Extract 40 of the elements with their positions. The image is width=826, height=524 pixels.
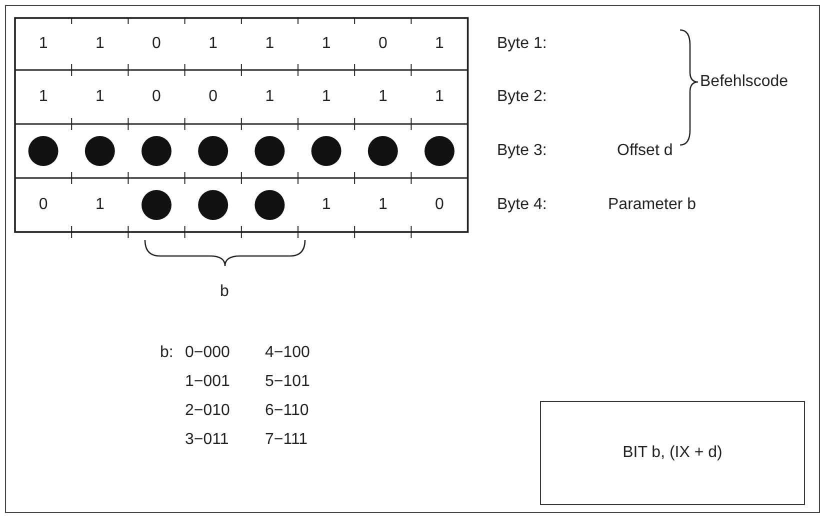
field-label: Parameter b <box>608 197 696 213</box>
field-label: Offset d <box>617 143 673 159</box>
bit-value: 1 <box>322 89 331 105</box>
code-table-entry: 1−001 <box>185 374 230 390</box>
bit-value: 1 <box>38 89 48 105</box>
bit-value: 1 <box>95 36 104 52</box>
instruction-box <box>540 401 805 505</box>
brace-label: b <box>220 284 229 300</box>
code-table-entry: 0−000 <box>185 345 230 361</box>
bit-value: 1 <box>208 36 218 52</box>
bit-value: 1 <box>322 36 331 52</box>
code-table-entry: 6−110 <box>265 403 309 419</box>
row-label: Byte 4: <box>497 197 547 213</box>
instruction-text: BIT b, (IX + d) <box>622 443 722 463</box>
bit-value: 1 <box>378 197 388 213</box>
code-table-entry: 2−010 <box>185 403 230 419</box>
bit-value: 0 <box>38 197 48 213</box>
bit-value: 1 <box>435 89 444 105</box>
bit-value: 0 <box>378 36 388 52</box>
bit-value: 1 <box>95 89 104 105</box>
code-table-entry: 5−101 <box>265 374 310 390</box>
row-label: Byte 2: <box>497 89 547 105</box>
bit-value: 0 <box>208 89 218 105</box>
bit-value: 1 <box>38 36 48 52</box>
bit-value: 1 <box>95 197 104 213</box>
row-label: Byte 1: <box>497 36 547 52</box>
bit-value: 0 <box>435 197 444 213</box>
bit-value: 1 <box>378 89 388 105</box>
group-label: Befehlscode <box>700 74 788 90</box>
code-table-entry: 4−100 <box>265 345 310 361</box>
table-heading: b: <box>160 345 174 361</box>
bit-value: 0 <box>152 36 161 52</box>
bit-value: 1 <box>322 197 331 213</box>
bit-value: 1 <box>265 89 274 105</box>
code-table-entry: 7−111 <box>265 432 308 448</box>
row-label: Byte 3: <box>497 143 547 159</box>
code-table-entry: 3−011 <box>185 432 229 448</box>
bit-value: 0 <box>152 89 161 105</box>
bit-value: 1 <box>435 36 444 52</box>
bit-value: 1 <box>265 36 274 52</box>
